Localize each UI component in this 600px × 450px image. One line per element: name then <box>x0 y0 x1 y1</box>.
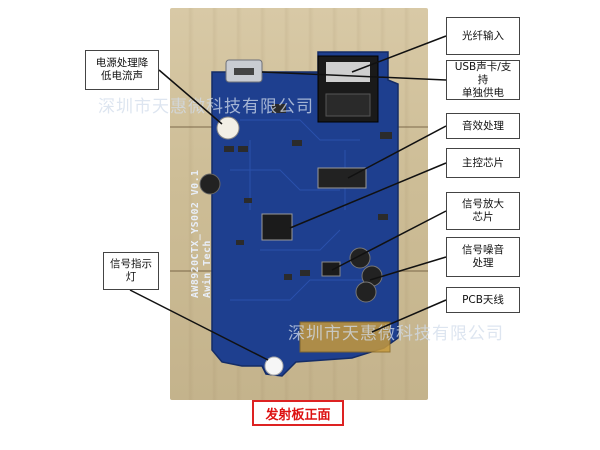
callout-pcb-antenna: PCB天线 <box>446 287 520 313</box>
signal-led <box>264 356 284 376</box>
callout-usb-power: USB声卡/支持 单独供电 <box>446 60 520 100</box>
noise-capacitor-1 <box>349 247 371 269</box>
callout-fiber-input: 光纤输入 <box>446 17 520 55</box>
watermark: 深圳市天惠微科技有限公司 <box>98 97 314 117</box>
callout-signal-amp: 信号放大 芯片 <box>446 192 520 230</box>
watermark: 深圳市天惠微科技有限公司 <box>288 324 504 344</box>
optical-module-body <box>325 93 371 117</box>
usb-port-slot <box>234 68 254 75</box>
power-capacitor <box>216 116 240 140</box>
callout-main-chip: 主控芯片 <box>446 148 520 178</box>
callout-signal-led: 信号指示 灯 <box>103 252 159 290</box>
callout-power-noise: 电源处理降 低电流声 <box>85 50 159 90</box>
filter-capacitor <box>199 173 221 195</box>
board-model-text: AW8920CTX_YS002 V0.1 <box>190 169 201 298</box>
board-vendor-text: Awin Tech <box>202 240 213 298</box>
caption-title: 发射板正面 <box>252 400 344 426</box>
audio-dsp-chip <box>317 167 367 189</box>
main-control-chip <box>261 213 293 241</box>
optical-module-window <box>326 62 370 82</box>
callout-audio-processing: 音效处理 <box>446 113 520 139</box>
amplifier-chip <box>321 261 341 277</box>
noise-capacitor-3 <box>355 281 377 303</box>
board-silkscreen: AW8920CTX_YS002 V0.1 Awin Tech <box>190 170 214 298</box>
callout-signal-noise: 信号噪音 处理 <box>446 237 520 277</box>
